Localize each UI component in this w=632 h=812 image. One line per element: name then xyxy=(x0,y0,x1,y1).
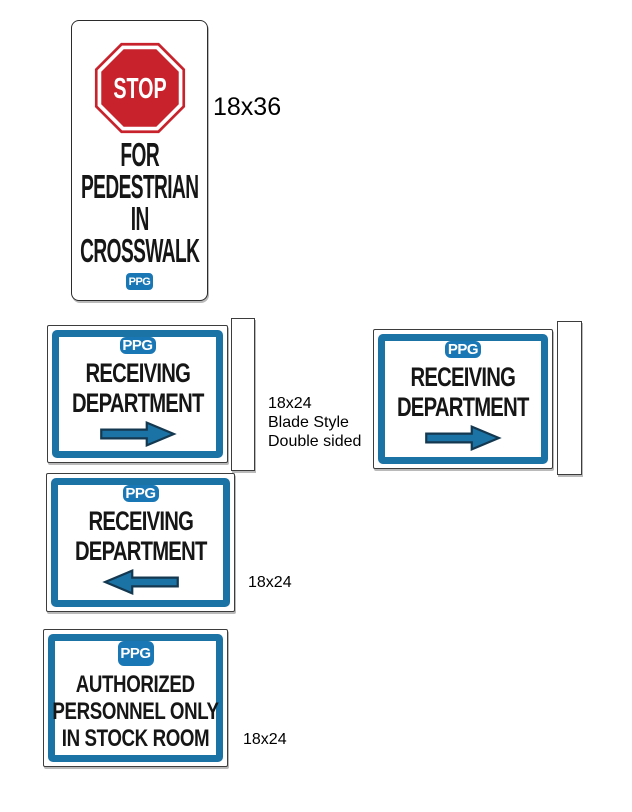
arrow-right-icon xyxy=(96,420,180,453)
ppg-logo: PPG xyxy=(119,337,156,354)
ppg-logo: PPG xyxy=(126,273,153,290)
receiving-blade-sign-copy: PPG RECEIVING DEPARTMENT xyxy=(373,329,553,469)
dimension-label-authorized: 18x24 xyxy=(243,731,287,748)
receiving-left-arrow-sign: PPG RECEIVING DEPARTMENT xyxy=(46,473,235,612)
blade-style-line: Blade Style xyxy=(268,414,349,431)
stop-sign-line: CROSSWALK xyxy=(79,232,200,269)
blue-frame: PPG RECEIVING DEPARTMENT xyxy=(52,330,223,458)
ppg-logo: PPG xyxy=(117,641,154,666)
ppg-logo: PPG xyxy=(122,485,159,502)
blade-dim-line: 18x24 xyxy=(268,395,312,412)
arrow-left-icon xyxy=(99,568,183,601)
dimension-label-stop: 18x36 xyxy=(213,93,282,121)
stop-word: STOP xyxy=(113,73,166,105)
stop-sign-line: FOR xyxy=(120,136,159,173)
sign-line: RECEIVING xyxy=(85,358,190,388)
sign-line: RECEIVING xyxy=(88,506,193,536)
blue-frame: PPG RECEIVING DEPARTMENT xyxy=(378,334,548,464)
ppg-logo: PPG xyxy=(445,341,481,358)
arrow-right-icon xyxy=(421,424,505,457)
sign-line: IN STOCK ROOM xyxy=(61,725,210,752)
receiving-blade-sign: PPG RECEIVING DEPARTMENT xyxy=(47,325,228,463)
stop-sign-line: PEDESTRIAN xyxy=(80,168,199,205)
sign-line: PERSONNEL ONLY xyxy=(52,698,219,725)
stop-pedestrian-sign: STOP FOR PEDESTRIAN IN CROSSWALK PPG xyxy=(71,20,208,301)
stop-sign-text: FOR PEDESTRIAN IN CROSSWALK xyxy=(37,136,243,269)
blade-mount xyxy=(231,318,255,471)
sign-line: DEPARTMENT xyxy=(397,392,529,422)
sign-line: DEPARTMENT xyxy=(74,536,207,566)
blade-sided-line: Double sided xyxy=(268,433,362,450)
blue-frame: PPG RECEIVING DEPARTMENT xyxy=(51,478,230,607)
dimension-label-left-arrow: 18x24 xyxy=(248,574,292,591)
authorized-personnel-sign: PPG AUTHORIZED PERSONNEL ONLY IN STOCK R… xyxy=(43,629,228,767)
stop-octagon-icon: STOP xyxy=(94,42,186,134)
blade-mount xyxy=(557,321,582,475)
blue-frame: PPG AUTHORIZED PERSONNEL ONLY IN STOCK R… xyxy=(48,634,223,762)
sign-line: AUTHORIZED xyxy=(76,671,195,698)
stop-sign-line: IN xyxy=(130,200,150,237)
dimension-label-blade: 18x24 Blade Style Double sided xyxy=(268,394,361,451)
sign-line: RECEIVING xyxy=(410,362,516,392)
sign-line: DEPARTMENT xyxy=(71,388,204,418)
